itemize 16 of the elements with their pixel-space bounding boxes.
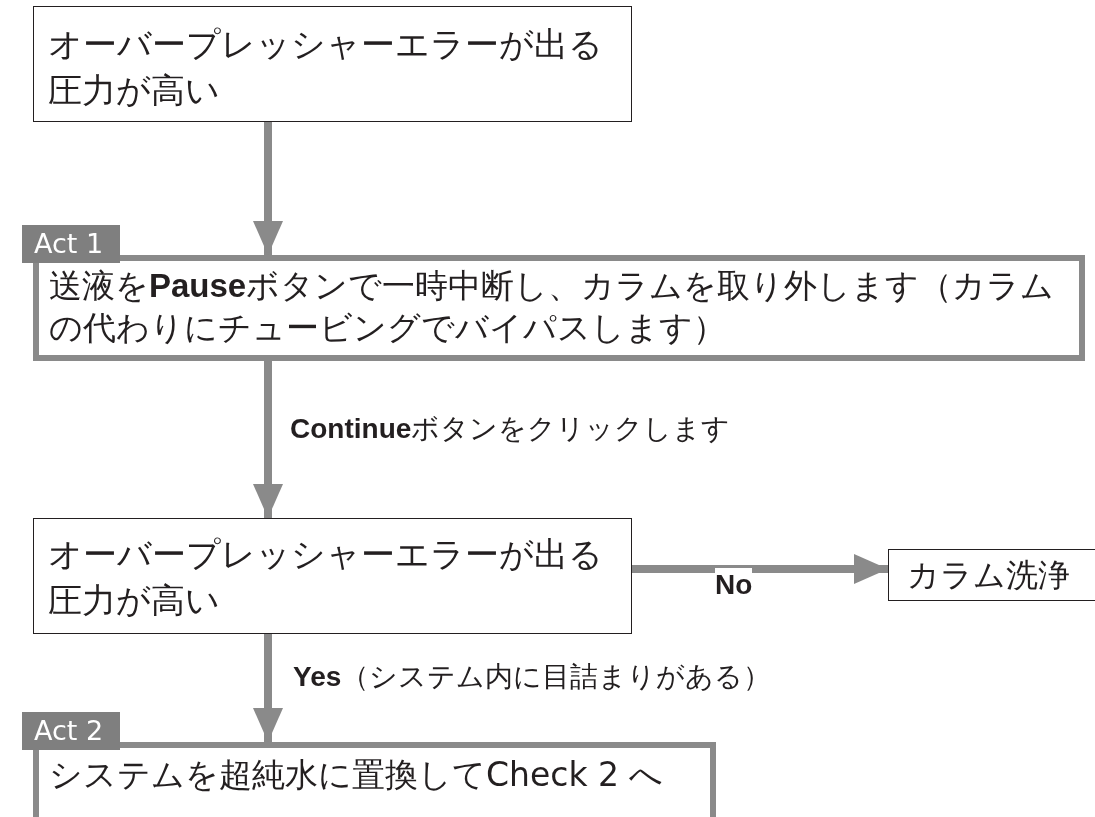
box-text: オーバープレッシャーエラーが出る bbox=[48, 23, 603, 66]
arrow bbox=[253, 361, 283, 518]
step-tab: Act 2 bbox=[22, 712, 120, 750]
process-box bbox=[888, 549, 1095, 601]
step-tab: Act 1 bbox=[22, 225, 120, 263]
box-text: オーバープレッシャーエラーが出る bbox=[48, 533, 603, 576]
box-text: カラム洗浄 bbox=[907, 555, 1070, 596]
box-text: 送液をPauseボタンで一時中断し、カラムを取り外します（カラムの代わりにチュービングでバイパスします） bbox=[49, 265, 1056, 349]
arrow bbox=[253, 634, 283, 742]
arrow bbox=[632, 554, 888, 584]
box-text: システムを超純水に置換してCheck 2 へ bbox=[49, 754, 664, 796]
box-text: 圧力が高い bbox=[48, 579, 220, 622]
process-box bbox=[33, 6, 632, 122]
box-text: 圧力が高い bbox=[48, 69, 220, 112]
process-box bbox=[33, 518, 632, 634]
arrow bbox=[253, 122, 283, 255]
